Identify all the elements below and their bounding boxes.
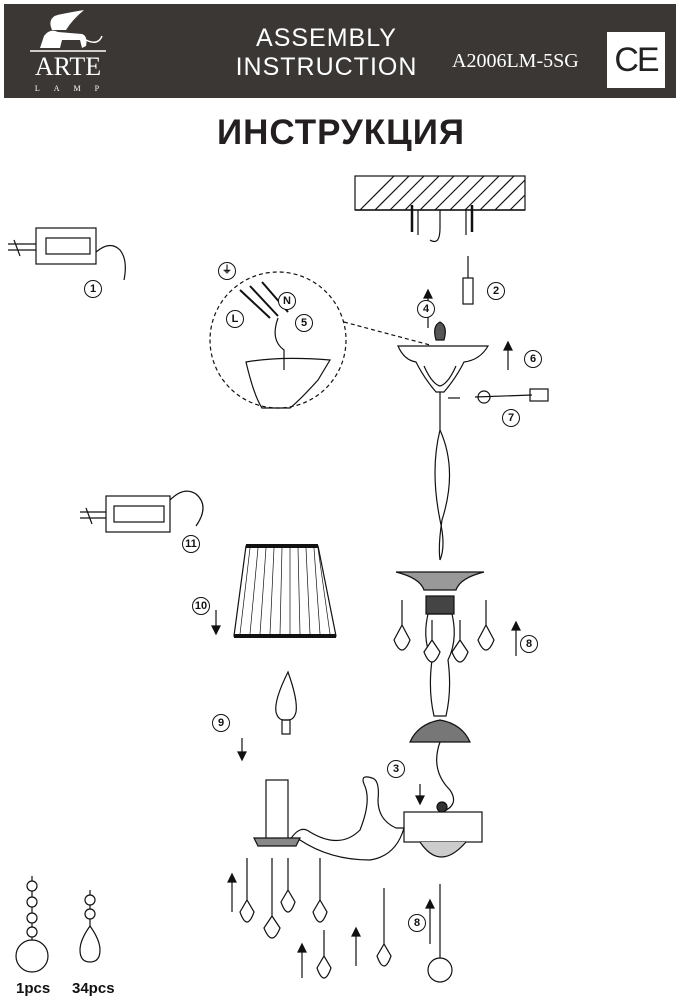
title-line-2: INSTRUCTION	[235, 53, 418, 81]
title-line-1: ASSEMBLY	[256, 24, 397, 52]
screwdriver-icon	[462, 256, 474, 305]
earth-wire-label: ⏚	[218, 262, 236, 280]
candle-bulb-icon	[275, 670, 297, 735]
canopy	[397, 321, 549, 430]
direction-arrows	[211, 288, 521, 978]
arm	[253, 776, 405, 861]
step-8-label-lower: 8	[408, 914, 426, 932]
step-1-label: 1	[84, 280, 102, 298]
ceiling-hatch	[354, 175, 526, 211]
terminal-block-icon	[8, 227, 126, 281]
junction-box	[403, 801, 483, 858]
winged-lion-icon	[30, 10, 106, 52]
central-column	[395, 571, 485, 813]
lamp-shade	[233, 544, 337, 638]
step-4-label: 4	[417, 300, 435, 318]
neutral-wire-label: N	[278, 292, 296, 310]
step-9-label: 9	[212, 714, 230, 732]
wiring-detail-callout	[209, 271, 431, 409]
chain	[434, 429, 451, 561]
ceiling-hook-icon	[410, 205, 474, 243]
step-2-label: 2	[487, 282, 505, 300]
step-6-label: 6	[524, 350, 542, 368]
step-7-label: 7	[502, 409, 520, 427]
brand-name: ARTE	[34, 52, 102, 81]
ball-pendant-icon	[15, 876, 49, 973]
step-11-label: 11	[182, 535, 200, 553]
brand-logo: ARTE LAMP	[22, 10, 114, 96]
page-heading: ИНСТРУКЦИЯ	[216, 113, 466, 152]
drop-pendant-icon	[79, 890, 101, 963]
step-5-label: 5	[295, 314, 313, 332]
live-wire-label: L	[226, 310, 244, 328]
document-title: ASSEMBLY INSTRUCTION	[214, 24, 439, 82]
drop-pendant-quantity: 34pcs	[72, 980, 115, 997]
crystal-drops	[393, 600, 495, 663]
step-10-label: 10	[192, 597, 210, 615]
ce-mark: CE	[607, 32, 665, 88]
step-3-label: 3	[387, 760, 405, 778]
header-bar: ARTE LAMP ASSEMBLY INSTRUCTION A2006LM-5…	[4, 4, 676, 98]
step-8-label: 8	[520, 635, 538, 653]
terminal-block-icon	[80, 490, 204, 533]
model-number: A2006LM-5SG	[452, 50, 579, 72]
ball-pendant-quantity: 1pcs	[16, 980, 51, 997]
arm-crystals	[239, 858, 453, 983]
brand-subtitle: LAMP	[34, 84, 114, 93]
